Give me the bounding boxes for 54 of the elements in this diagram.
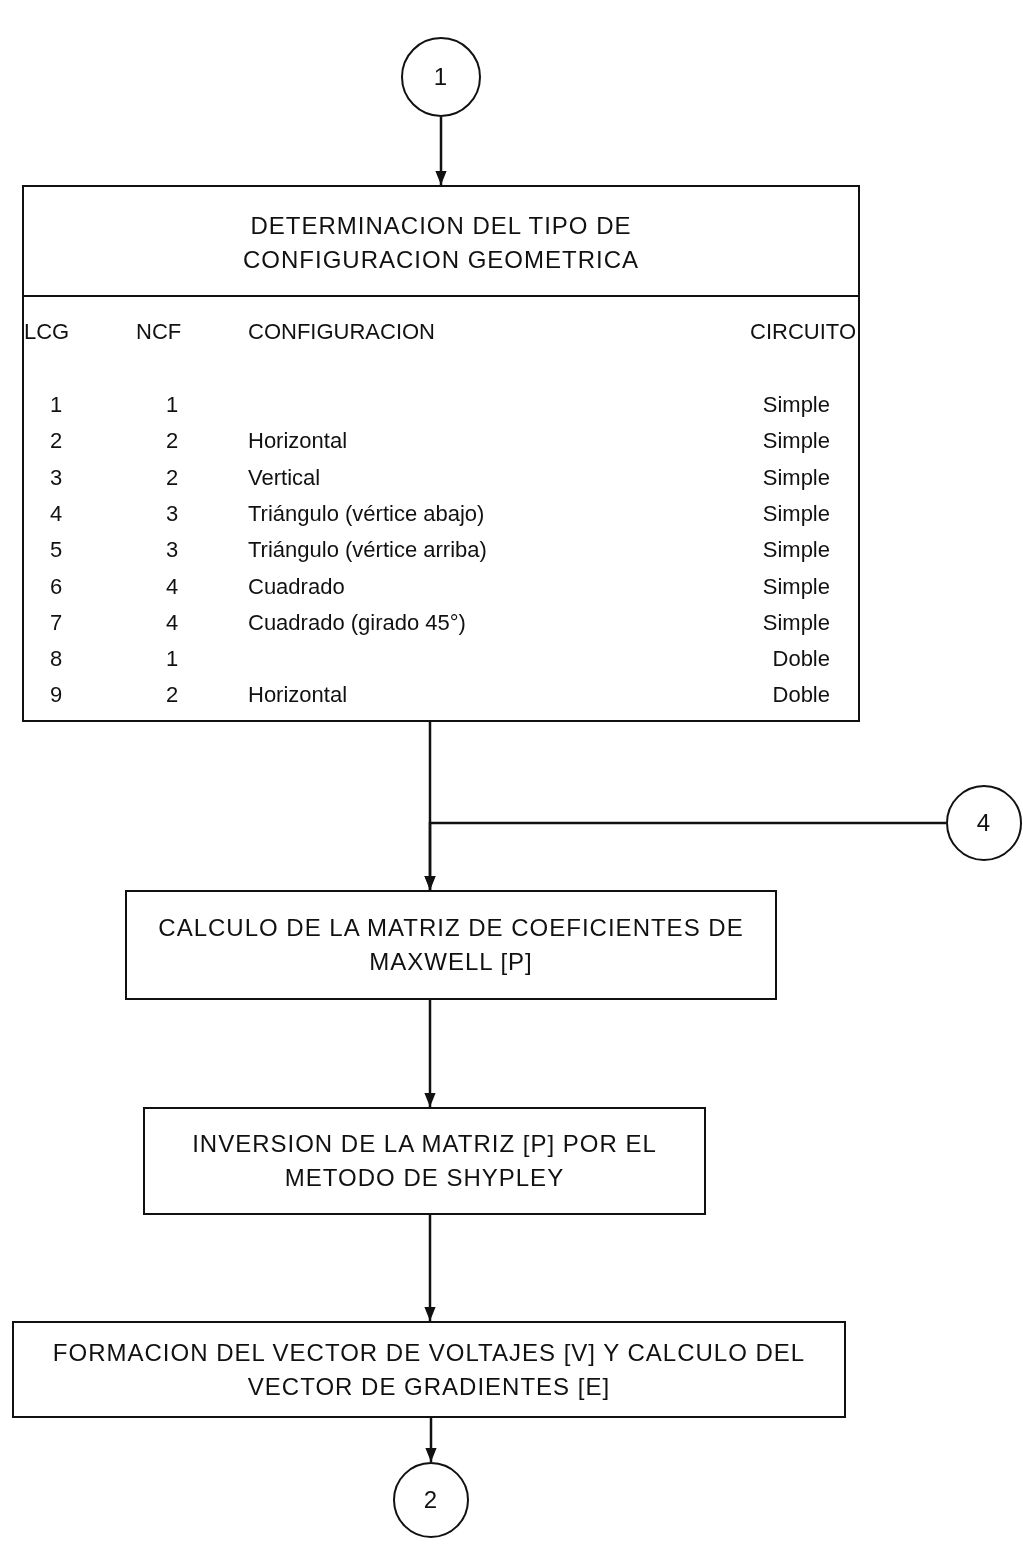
table-box (22, 185, 860, 722)
connector-number: 1 (433, 62, 449, 93)
column-header: LCG (24, 319, 70, 345)
row-number: 6 (50, 573, 63, 600)
configuration-text: Cuadrado (girado 45°) (248, 609, 466, 636)
process-box (143, 1107, 706, 1215)
row-number: 5 (50, 537, 63, 564)
conductor-count: 2 (166, 464, 179, 491)
arrow (425, 1418, 437, 1462)
conductor-count: 2 (166, 682, 179, 709)
conductor-count: 3 (166, 537, 179, 564)
process-text: INVERSION DE LA MATRIZ [P] POR EL METODO DE SHYPLEY (191, 1129, 658, 1193)
circuit-type: Doble (772, 682, 830, 709)
row-number: 8 (50, 646, 63, 673)
row-number: 7 (50, 609, 63, 636)
row-number: 2 (50, 428, 63, 455)
circuit-type: Simple (762, 500, 830, 527)
connector-number: 4 (976, 808, 992, 839)
configuration-text: Cuadrado (248, 573, 345, 600)
circuit-type: Doble (772, 646, 830, 673)
table-title: DETERMINACION DEL TIPO DE CONFIGURACION GEOMETRICA (242, 211, 640, 275)
arrow (435, 117, 447, 185)
conductor-count: 4 (166, 573, 179, 600)
conductor-count: 1 (166, 646, 179, 673)
circuit-type: Simple (762, 392, 830, 418)
configuration-text: Triángulo (vértice abajo) (248, 500, 485, 527)
circuit-type: Simple (762, 609, 830, 636)
conductor-count: 1 (166, 392, 179, 418)
process-text: FORMACION DEL VECTOR DE VOLTAJES [V] Y CALCULO DEL VECTOR DE GRADIENTES [E] (51, 1337, 807, 1402)
arrow (424, 1215, 436, 1321)
circuit-type: Simple (762, 573, 830, 600)
circuit-type: Simple (762, 464, 830, 491)
column-header: CONFIGURACION (248, 319, 435, 345)
column-header: CIRCUITO (750, 319, 856, 345)
conductor-count: 3 (166, 500, 179, 527)
process-box (12, 1321, 846, 1418)
process-box (125, 890, 777, 1000)
arrow (424, 821, 946, 890)
row-number: 1 (50, 392, 63, 418)
process-text: CALCULO DE LA MATRIZ DE COEFICIENTES DE MAXWELL [P] (157, 913, 745, 977)
circuit-type: Simple (762, 428, 830, 455)
configuration-text: Vertical (248, 464, 321, 491)
conductor-count: 2 (166, 428, 179, 455)
connector-number: 2 (423, 1485, 439, 1516)
row-number: 9 (50, 682, 63, 709)
row-number: 4 (50, 500, 63, 527)
row-number: 3 (50, 464, 63, 491)
circuit-type: Simple (762, 537, 830, 564)
conductor-count: 4 (166, 609, 179, 636)
column-header: NCF (136, 319, 182, 345)
configuration-text: Horizontal (248, 428, 348, 455)
configuration-text: Triángulo (vértice arriba) (248, 537, 487, 564)
configuration-text: Horizontal (248, 682, 348, 709)
arrow (424, 1000, 436, 1107)
